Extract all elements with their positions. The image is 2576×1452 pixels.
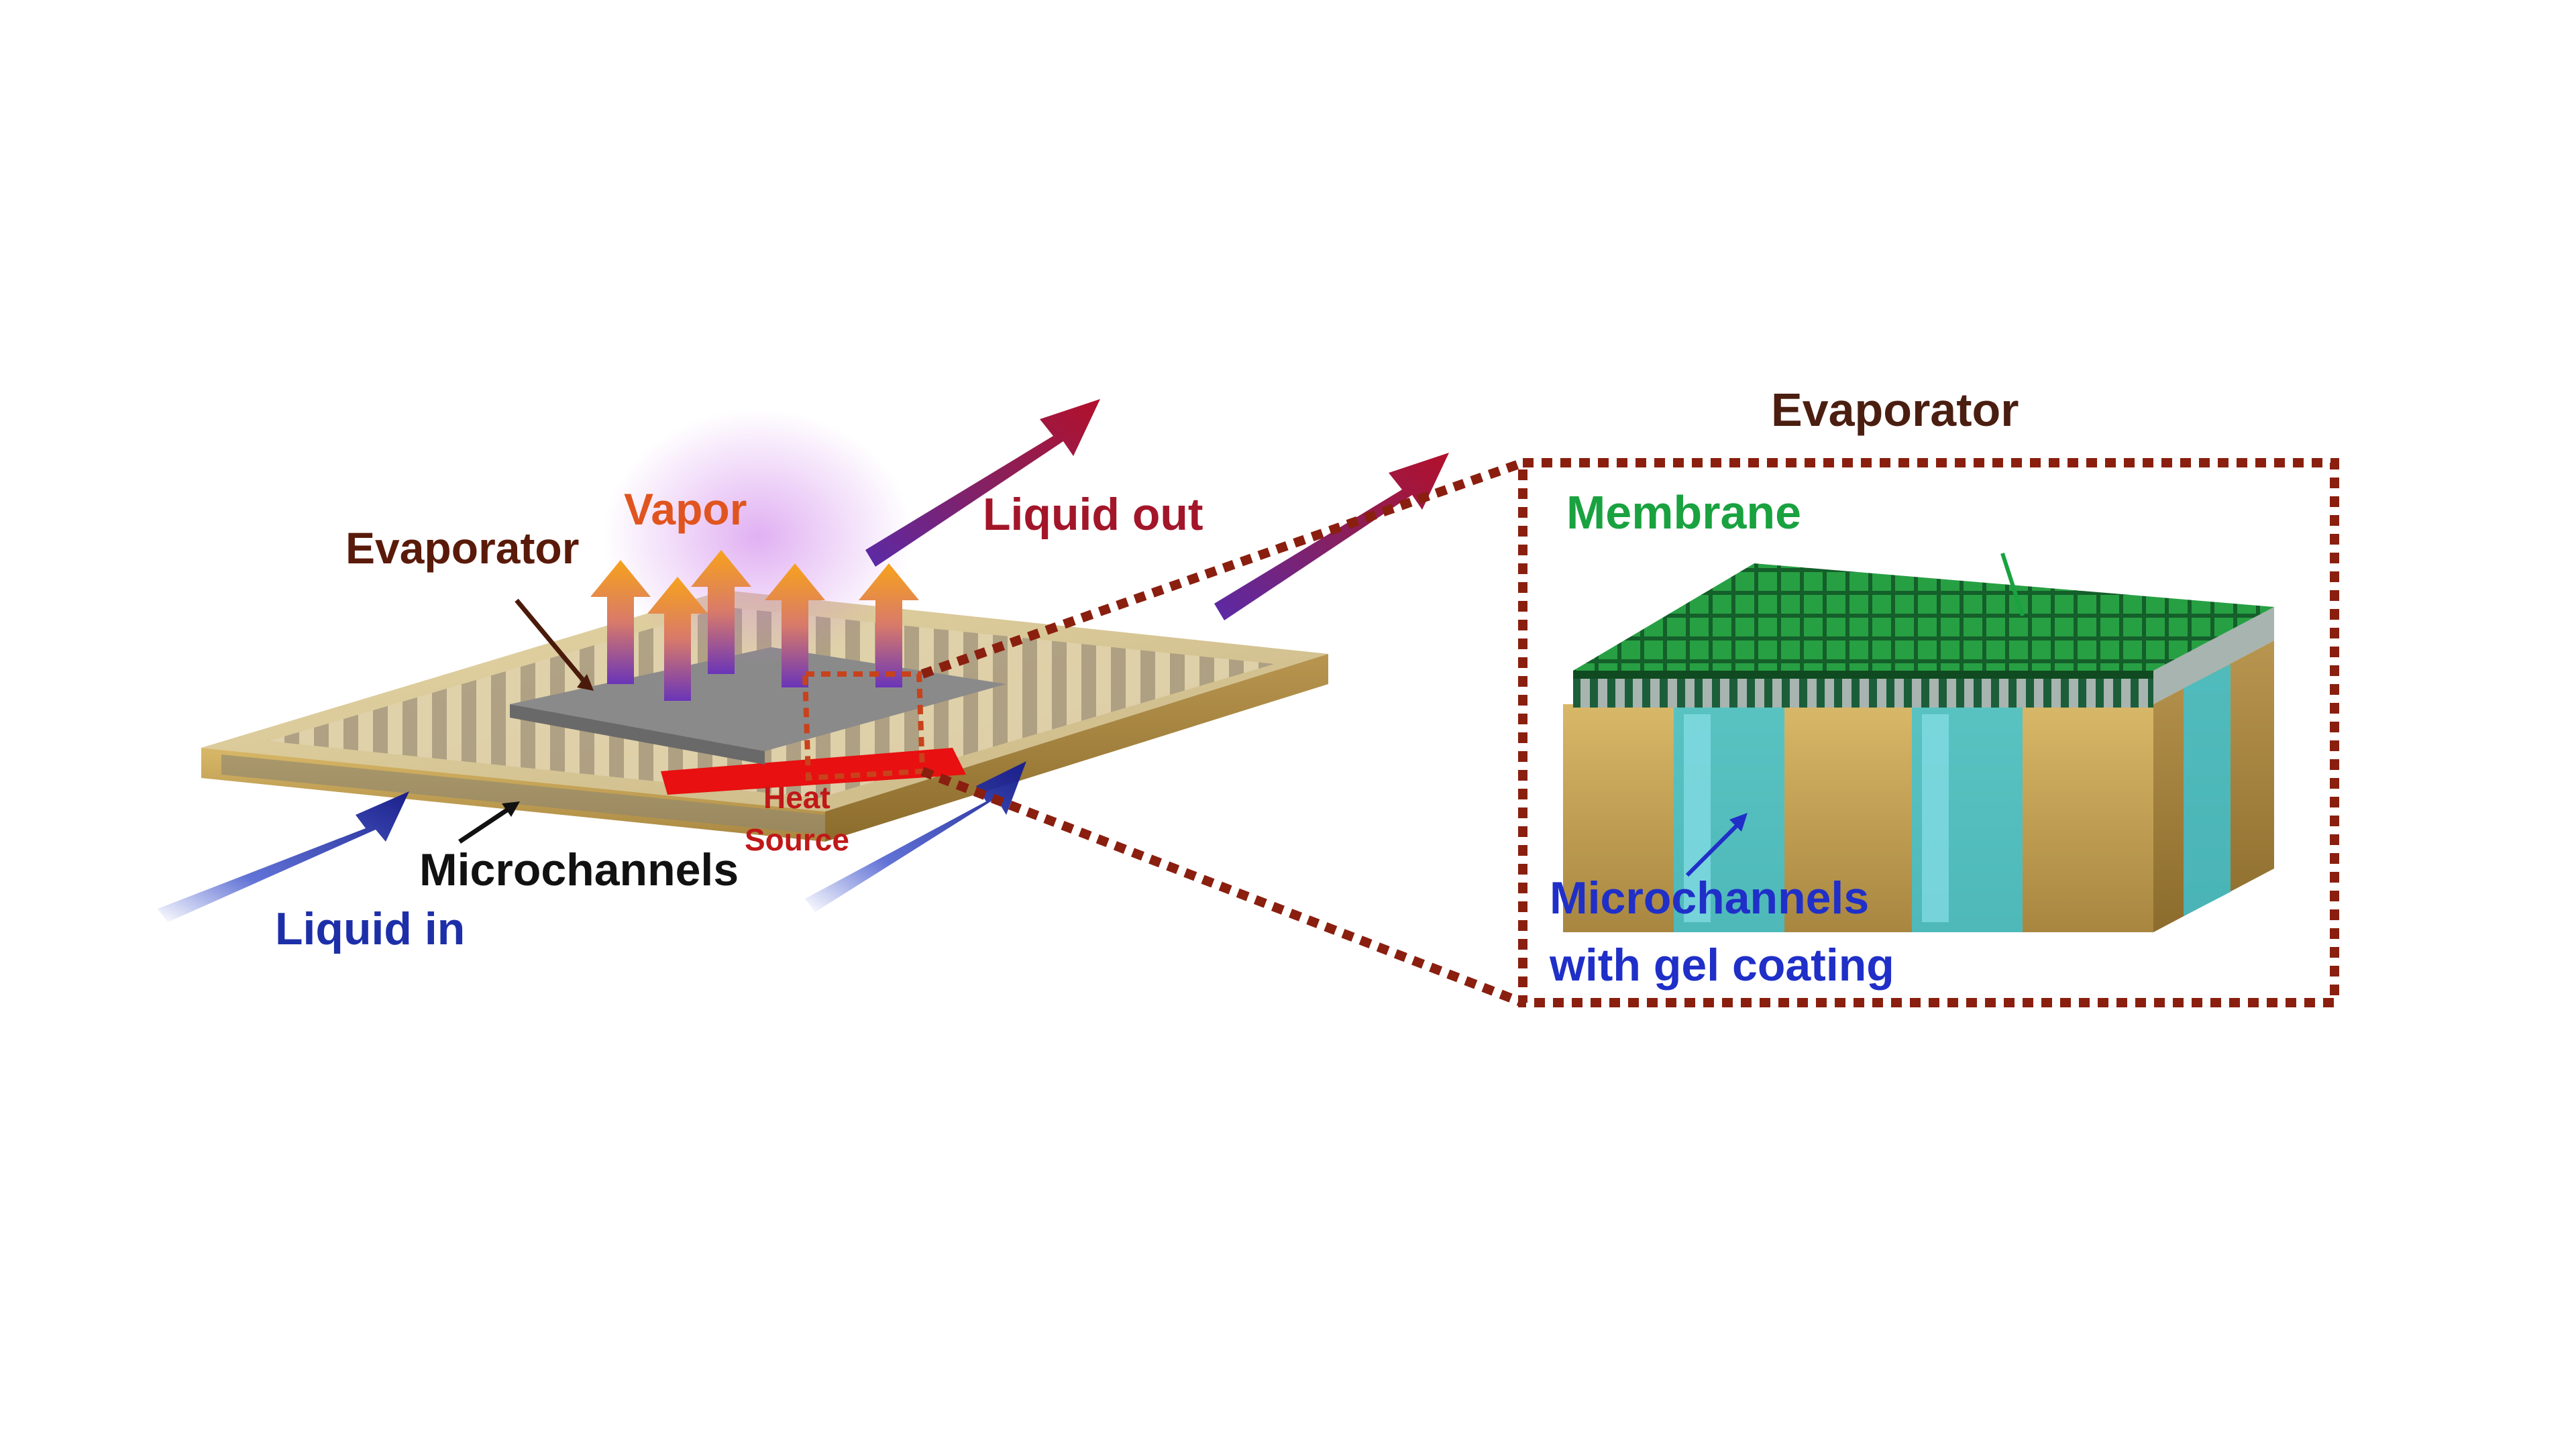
label-membrane: Membrane: [1566, 486, 1801, 539]
vapor-arrows: [590, 550, 919, 701]
liquid-out-arrows: [865, 399, 1449, 620]
membrane-leader: [2000, 553, 2025, 616]
vapor-glow: [604, 409, 912, 664]
microchannels-leader-left: [458, 806, 511, 844]
zoom-line-bottom: [920, 767, 1525, 1007]
label-source: Source: [745, 822, 849, 857]
evaporator-zoom-model: [1563, 563, 2274, 932]
label-evaporator-right: Evaporator: [1771, 384, 2019, 436]
evaporator-leader-left: [515, 598, 586, 683]
membrane-surface: [1573, 563, 2274, 671]
zoom-line-top: [920, 458, 1525, 679]
label-liquid-out: Liquid out: [983, 489, 1203, 540]
label-evaporator-left: Evaporator: [345, 523, 579, 573]
label-heat: Heat: [763, 780, 830, 815]
zoom-frame: [1518, 458, 2339, 1007]
label-vapor: Vapor: [624, 484, 747, 534]
label-microchannels-left: Microchannels: [419, 844, 739, 895]
heat-source: [661, 748, 966, 795]
label-gel-line1: Microchannels: [1550, 873, 1869, 924]
label-liquid-in: Liquid in: [275, 903, 465, 954]
gel-leader: [1685, 820, 1743, 877]
label-gel-line2: with gel coating: [1549, 940, 1894, 991]
liquid-in-arrows: [158, 761, 1026, 922]
